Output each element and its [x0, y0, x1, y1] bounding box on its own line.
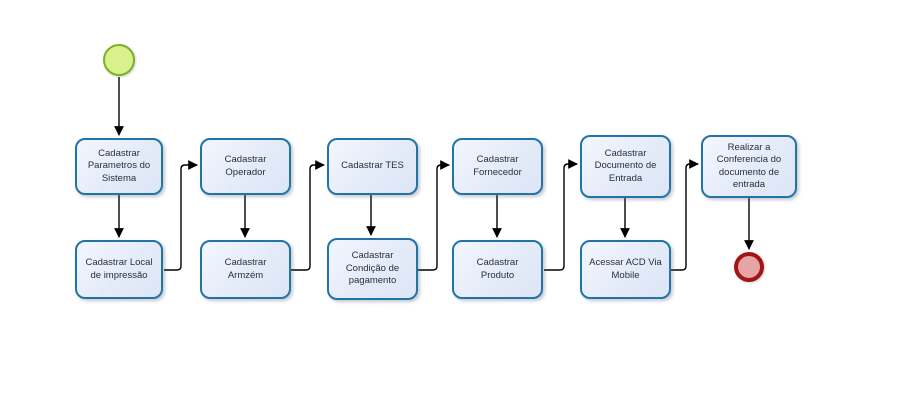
task-label: Cadastrar TES	[341, 160, 404, 172]
task-label: Cadastrar Produto	[476, 257, 519, 281]
task-cadastrar-documento-de-entrada[interactable]: Cadastrar Documento de Entrada	[580, 135, 671, 198]
connector-t10-to-t11	[671, 159, 699, 271]
task-acessar-acd-via-mobile[interactable]: Acessar ACD Via Mobile	[580, 240, 671, 299]
connector-t8-to-t9	[544, 159, 578, 271]
task-label: Realizar a Conferencia do documento de e…	[716, 141, 782, 190]
task-cadastrar-condicao-de-pagamento[interactable]: Cadastrar Condição de pagamento	[327, 238, 418, 300]
task-cadastrar-local-de-impressao[interactable]: Cadastrar Local de impressão	[75, 240, 163, 299]
task-cadastrar-parametros-do-sistema[interactable]: Cadastrar Parametros do Sistema	[75, 138, 163, 195]
task-realizar-conferencia-documento-entrada[interactable]: Realizar a Conferencia do documento de e…	[701, 135, 797, 198]
task-cadastrar-tes[interactable]: Cadastrar TES	[327, 138, 418, 195]
task-label: Cadastrar Documento de Entrada	[594, 147, 657, 184]
task-cadastrar-produto[interactable]: Cadastrar Produto	[452, 240, 543, 299]
task-label: Acessar ACD Via Mobile	[589, 257, 662, 281]
start-event-circle[interactable]	[103, 44, 135, 76]
task-cadastrar-fornecedor[interactable]: Cadastrar Fornecedor	[452, 138, 543, 195]
task-label: Cadastrar Operador	[224, 154, 267, 178]
connector-t2-to-t3	[164, 160, 198, 271]
connector-t4-to-t5	[291, 160, 325, 271]
connector-t6-to-t7	[418, 160, 450, 271]
task-label: Cadastrar Local de impressão	[85, 257, 153, 281]
task-label: Cadastrar Armzém	[224, 257, 267, 281]
task-cadastrar-armzem[interactable]: Cadastrar Armzém	[200, 240, 291, 299]
task-label: Cadastrar Parametros do Sistema	[87, 147, 151, 184]
task-label: Cadastrar Fornecedor	[473, 154, 522, 178]
end-event-circle[interactable]	[734, 252, 764, 282]
task-cadastrar-operador[interactable]: Cadastrar Operador	[200, 138, 291, 195]
task-label: Cadastrar Condição de pagamento	[345, 250, 400, 287]
